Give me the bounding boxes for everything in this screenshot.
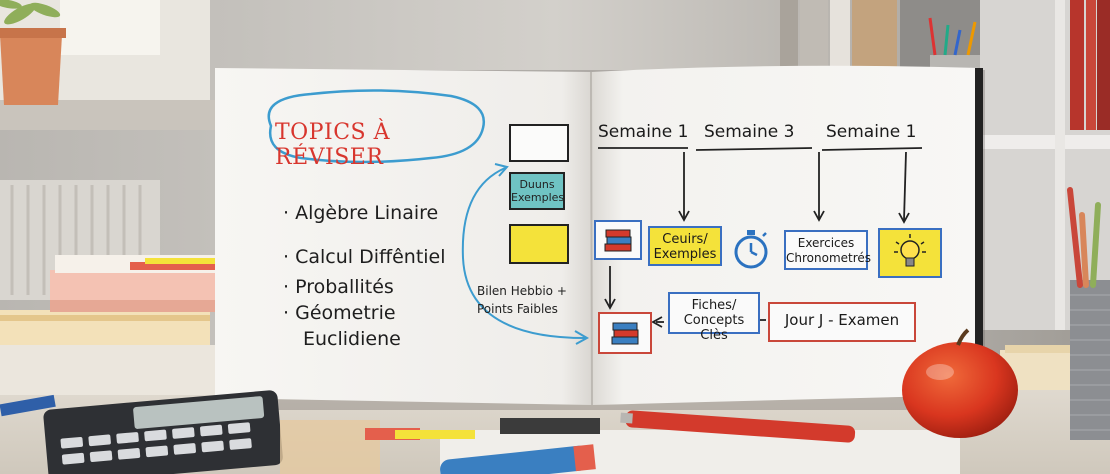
page-title: TOPICS À RÉVISER	[275, 120, 390, 170]
topic-item: · Calcul Diffêntiel	[283, 246, 446, 268]
curved-arrow-icon	[461, 163, 590, 345]
topic-item: · Proballités	[283, 276, 394, 298]
teal-sticky-label-2: Exemples	[511, 191, 565, 204]
side-note: Bilen Hebbio + Points Faibles	[477, 282, 587, 318]
timeline-arrows	[598, 147, 923, 328]
teal-sticky-note: Duuns Exemples	[509, 172, 565, 210]
topic-item: · Algèbre Linaire	[283, 202, 439, 224]
teal-sticky-label-1: Duuns	[519, 178, 555, 191]
lightbulb-box	[878, 228, 942, 278]
side-note-line-2: Points Faibles	[477, 302, 558, 316]
fiches-label-2: Concepts Clès	[683, 313, 745, 343]
cours-box: Ceuirs/ Exemples	[648, 226, 722, 266]
side-note-line-1: Bilen Hebbio +	[477, 284, 567, 298]
topic-item: Euclidiene	[303, 328, 401, 350]
title-cloud-outline	[267, 89, 486, 164]
empty-box	[509, 124, 569, 162]
topic-label: Géometrie	[295, 302, 396, 324]
week-label: Semaine 1	[826, 122, 917, 142]
exercices-label-1: Exercices	[797, 236, 855, 250]
topic-label: Algèbre Linaire	[295, 202, 439, 224]
books-box-bottom	[598, 312, 652, 354]
week-label: Semaine 1	[598, 122, 689, 142]
exam-box: Jour J - Examen	[768, 302, 916, 342]
exercices-label-2: Chronometrés	[786, 251, 872, 265]
cours-label-1: Ceuirs/	[662, 232, 708, 247]
left-page: TOPICS À RÉVISER · Algèbre Linaire · Cal…	[215, 68, 590, 398]
topic-label: Proballités	[295, 276, 394, 298]
topic-item: · Géometrie	[283, 302, 396, 324]
fiches-box: Fiches/ Concepts Clès	[668, 292, 760, 343]
stopwatch-icon	[734, 230, 768, 269]
lightbulb-icon	[894, 234, 926, 267]
fiches-label-1: Fiches/	[691, 298, 737, 313]
yellow-sticky-note	[509, 224, 569, 264]
books-icon	[611, 322, 639, 345]
exercices-box: Exercices Chronometrés	[784, 230, 872, 270]
topic-label: Calcul Diffêntiel	[295, 246, 446, 268]
books-box	[594, 220, 642, 260]
cours-label-2: Exemples	[653, 247, 717, 262]
right-page: Semaine 1 Semaine 3 Semaine 1 Ceuirs/ Ex…	[592, 68, 980, 398]
books-icon	[604, 229, 632, 252]
week-label: Semaine 3	[704, 122, 795, 142]
topic-label: Euclidiene	[303, 328, 401, 350]
exam-label: Jour J - Examen	[784, 311, 900, 329]
